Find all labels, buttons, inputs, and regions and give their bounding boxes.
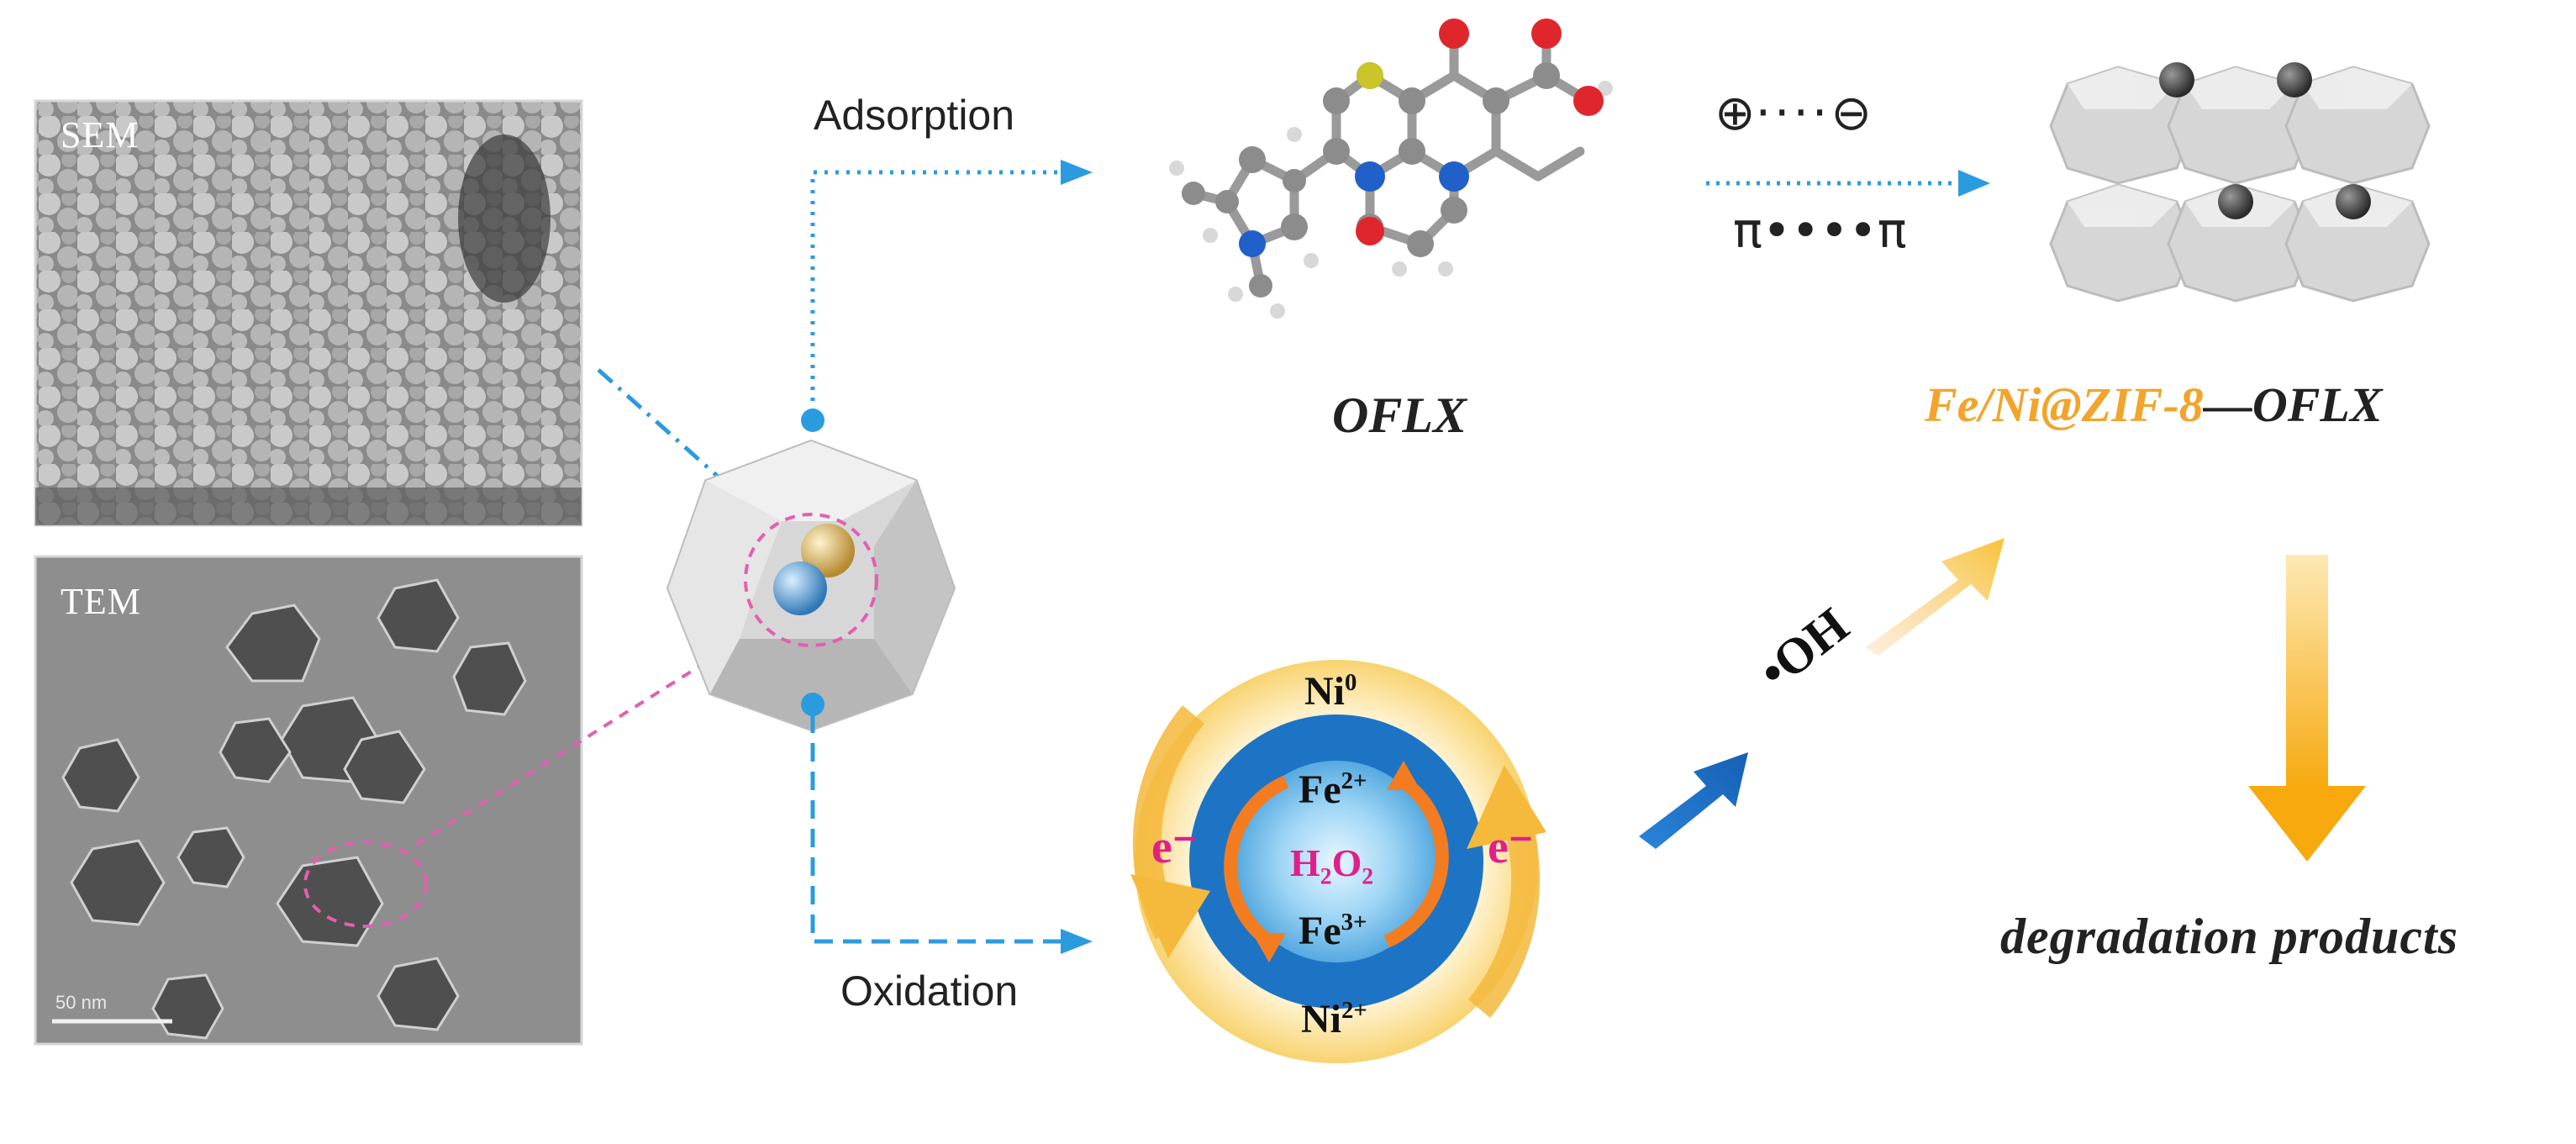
interaction-pi-stacking: π••••π	[1733, 202, 1907, 259]
redox-cycle	[1130, 660, 1546, 1063]
oflx-molecule	[1169, 18, 1613, 319]
sem-pointer-line	[597, 368, 741, 498]
ni0-label: Ni0	[1304, 668, 1356, 714]
fe2-label: Fe2+	[1299, 767, 1367, 813]
interaction-arrow	[1706, 170, 1990, 197]
adsorption-label: Adsorption	[814, 92, 1015, 139]
interaction-electrostatic: ⊕····⊖	[1715, 84, 1872, 141]
oxidation-label: Oxidation	[840, 967, 1019, 1015]
downward-arrow	[2248, 555, 2366, 862]
tem-scale-label: 50 nm	[55, 992, 108, 1013]
electrostatic-dots: ····	[1755, 84, 1831, 141]
orange-radical-arrow	[1866, 538, 2004, 656]
ni2-label: Ni2+	[1301, 996, 1367, 1042]
tem-label: TEM	[61, 581, 141, 622]
ni2-sup: 2+	[1341, 997, 1367, 1024]
h2o2-label: H₂O₂	[1290, 841, 1374, 884]
complex-label: Fe/Ni@ZIF-8—OFLX	[1925, 377, 2383, 433]
sem-image	[34, 99, 583, 527]
ni0-base: Ni	[1304, 669, 1345, 714]
blue-output-arrow	[1639, 752, 1748, 849]
adsorption-route	[801, 160, 1093, 432]
pollutant-name: OFLX	[2252, 377, 2383, 432]
plus-charge: ⊕	[1715, 84, 1756, 141]
oxidation-route	[801, 693, 1093, 954]
fe3-label: Fe3+	[1299, 908, 1367, 954]
fe3-sup: 3+	[1341, 909, 1367, 936]
fe2-sup: 2+	[1341, 767, 1367, 794]
complex-separator: —	[2203, 377, 2252, 432]
adsorbed-complex-graphic	[2049, 62, 2431, 303]
electron-right: e⁻	[1488, 821, 1534, 873]
degradation-products-label: degradation products	[2000, 909, 2459, 964]
electron-left: e⁻	[1151, 821, 1198, 873]
tem-image	[34, 555, 583, 1046]
catalyst-name: Fe/Ni@ZIF-8	[1925, 377, 2204, 432]
sem-label: SEM	[61, 114, 140, 156]
ni2-base: Ni	[1301, 997, 1341, 1041]
minus-charge: ⊖	[1831, 84, 1872, 141]
ni0-sup: 0	[1345, 669, 1357, 696]
zif8-crystal	[666, 439, 956, 732]
oflx-label: OFLX	[1332, 387, 1467, 443]
fe3-base: Fe	[1299, 909, 1341, 953]
fe2-base: Fe	[1299, 767, 1341, 812]
